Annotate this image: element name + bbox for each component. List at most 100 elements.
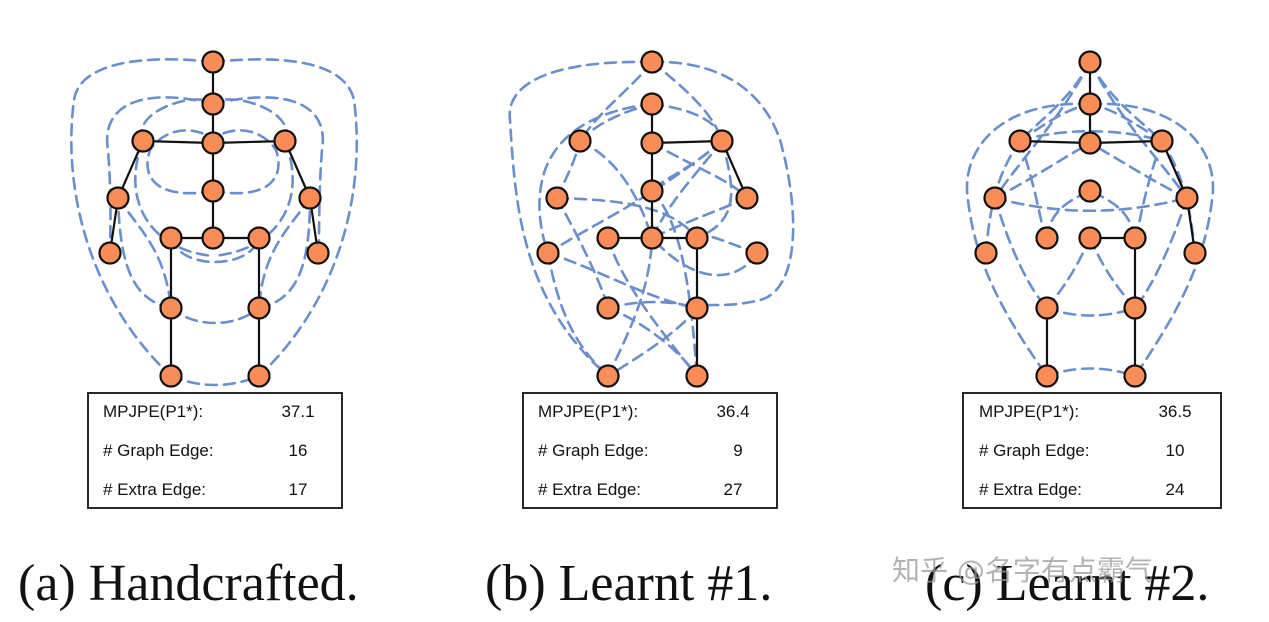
joint-elbow <box>735 186 759 210</box>
extra-edge <box>578 139 654 240</box>
graph-edge <box>1019 139 1091 145</box>
stat-value-graph-edge: 16 <box>289 441 308 460</box>
joint-neck <box>201 92 225 116</box>
graph-edge <box>212 139 286 145</box>
joint-spine <box>201 179 225 203</box>
joint-hip-side <box>1035 226 1059 250</box>
stats-box-b: MPJPE(P1*): 36.4 # Graph Edge: 9 # Extra… <box>522 392 778 509</box>
stats-box-frame <box>962 392 1222 509</box>
joint-knee <box>596 296 620 320</box>
extra-edge <box>169 374 261 387</box>
extra-edge <box>965 102 1092 378</box>
stat-value-graph-edge: 10 <box>1166 441 1185 460</box>
joint-ankle <box>1123 364 1147 388</box>
joint-shoulder <box>131 129 155 153</box>
joint-elbow <box>106 186 130 210</box>
extra-edge <box>211 96 325 255</box>
joint-ankle <box>685 364 709 388</box>
panel-c: MPJPE(P1*): 36.5 # Graph Edge: 10 # Extr… <box>925 50 1222 612</box>
extra-edge <box>508 60 654 378</box>
extra-edge <box>105 96 215 255</box>
joints-b <box>536 50 769 388</box>
extra-edge <box>606 300 699 310</box>
joint-shoulder <box>568 129 592 153</box>
extra-edge <box>650 102 724 143</box>
extra-edge <box>1045 367 1137 378</box>
joint-elbow <box>983 186 1007 210</box>
joint-ankle <box>596 364 620 388</box>
joint-knee <box>159 296 183 320</box>
extra-edge <box>1088 60 1189 200</box>
extra-edge <box>650 139 724 240</box>
joint-hip-side <box>596 226 620 250</box>
extra-edge <box>546 139 724 255</box>
joints-a <box>98 50 330 388</box>
extra-edge <box>257 196 312 310</box>
joint-head <box>201 50 225 74</box>
stat-label-extra-edge: # Extra Edge: <box>538 480 641 499</box>
joint-head <box>1078 50 1102 74</box>
extra-edge <box>993 196 1189 212</box>
extra-edge <box>555 196 610 310</box>
joint-wrist <box>745 241 769 265</box>
stats-box-frame <box>522 392 778 509</box>
joint-spine <box>1078 179 1102 203</box>
extra-edge <box>169 306 261 325</box>
extra-edge <box>211 58 359 378</box>
extra-edge <box>695 139 733 240</box>
joint-elbow <box>545 186 569 210</box>
joint-neck <box>1078 92 1102 116</box>
joint-ankle <box>247 364 271 388</box>
joint-hip <box>201 226 225 250</box>
stat-label-extra-edge: # Extra Edge: <box>979 480 1082 499</box>
joint-hip-side <box>1123 226 1147 250</box>
stat-value-mpjpe: 37.1 <box>281 402 314 421</box>
extra-edge <box>211 139 294 258</box>
stat-label-graph-edge: # Graph Edge: <box>979 441 1090 460</box>
extra-edge <box>116 196 173 310</box>
joint-wrist <box>974 241 998 265</box>
joint-hip-side <box>247 226 271 250</box>
joint-knee <box>1035 296 1059 320</box>
joint-shoulder <box>710 129 734 153</box>
extra-edge <box>1045 236 1092 310</box>
panel-b: MPJPE(P1*): 36.4 # Graph Edge: 9 # Extra… <box>485 50 795 612</box>
stat-value-graph-edge: 9 <box>733 441 742 460</box>
panel-caption-a: (a) Handcrafted. <box>18 555 359 612</box>
extra-edge <box>993 141 1092 200</box>
graph-edge <box>142 139 214 145</box>
extra-edge <box>538 102 654 255</box>
stat-label-graph-edge: # Graph Edge: <box>538 441 649 460</box>
joint-wrist <box>306 241 330 265</box>
extra-edge <box>546 251 610 378</box>
extra-edge <box>578 102 654 143</box>
joint-elbow <box>298 186 322 210</box>
joint-shoulder <box>1150 129 1174 153</box>
graph-edge <box>651 139 723 145</box>
joint-wrist <box>536 241 560 265</box>
extra-edge <box>1088 236 1137 310</box>
extra-edge <box>993 60 1092 200</box>
joint-wrist <box>1183 241 1207 265</box>
stat-label-mpjpe: MPJPE(P1*): <box>103 402 203 421</box>
joint-knee <box>1123 296 1147 320</box>
extra-edge <box>546 251 699 310</box>
graph-edge <box>1089 139 1163 145</box>
panel-caption-b: (b) Learnt #1. <box>485 555 772 612</box>
stat-value-mpjpe: 36.4 <box>716 402 749 421</box>
extra-edge <box>134 139 215 258</box>
joint-hip <box>1078 226 1102 250</box>
joint-wrist <box>98 241 122 265</box>
extra-edge <box>1088 102 1215 378</box>
joint-spine <box>640 179 664 203</box>
stat-value-extra-edge: 24 <box>1166 480 1185 499</box>
joint-hip-side <box>685 226 709 250</box>
extra-edge <box>606 236 654 378</box>
stat-label-mpjpe: MPJPE(P1*): <box>538 402 638 421</box>
extra-edge <box>555 196 699 240</box>
joint-elbow <box>1175 186 1199 210</box>
joints-c <box>974 50 1207 388</box>
joint-head <box>640 50 664 74</box>
extra-edge <box>1045 306 1137 317</box>
